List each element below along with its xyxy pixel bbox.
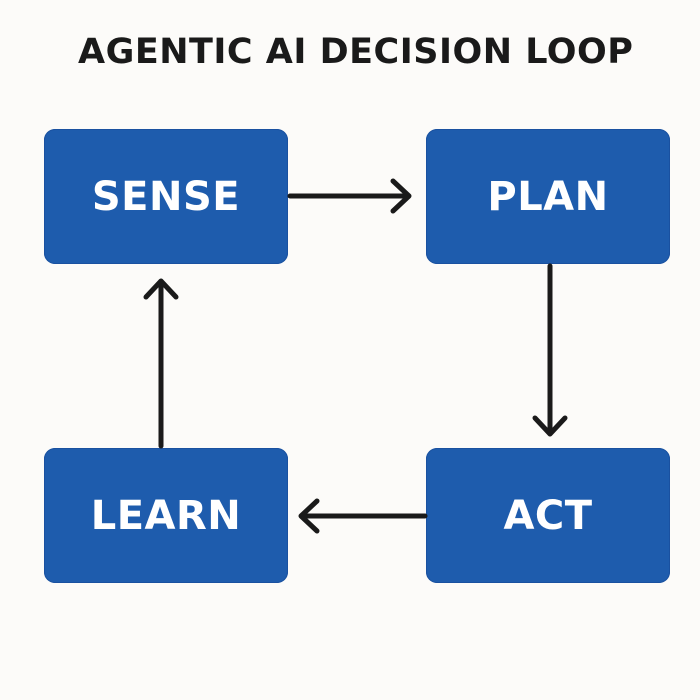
arrow-learn-to-sense	[143, 278, 179, 449]
node-sense: SENSE	[44, 129, 288, 264]
arrow-act-to-learn	[298, 498, 428, 534]
diagram-title: AGENTIC AI DECISION LOOP	[78, 32, 634, 72]
arrow-sense-to-plan	[287, 178, 412, 214]
node-learn: LEARN	[44, 448, 288, 583]
node-plan-label: PLAN	[487, 173, 609, 220]
node-learn-label: LEARN	[90, 492, 242, 539]
node-sense-label: SENSE	[91, 173, 241, 220]
arrow-plan-to-act	[532, 263, 568, 437]
node-act-label: ACT	[503, 492, 593, 539]
node-plan: PLAN	[426, 129, 670, 264]
node-act: ACT	[426, 448, 670, 583]
